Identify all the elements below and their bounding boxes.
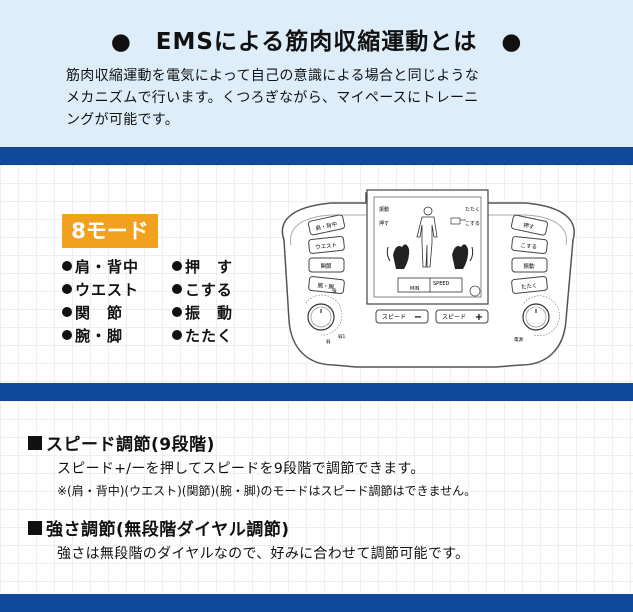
plus-icon: + bbox=[475, 312, 483, 323]
device-inner-edge bbox=[289, 214, 366, 246]
svg-text:押す: 押す bbox=[523, 221, 536, 231]
page-title: ● EMSによる筋肉収縮運動とは ● bbox=[110, 29, 523, 55]
mode-count-badge: 8モード bbox=[62, 214, 158, 248]
mode-item: たたく bbox=[172, 325, 233, 346]
right-mode-buttons: 押す こする 振動 たたく bbox=[510, 214, 549, 294]
bullet-icon bbox=[62, 260, 72, 271]
hand-massage-icon-right bbox=[452, 244, 474, 269]
mode-button-waist[interactable] bbox=[308, 235, 345, 254]
mode-item: 関 節 bbox=[62, 302, 123, 323]
speed-section-heading: スピード調節(9段階) bbox=[28, 430, 215, 455]
mode-item: 振 動 bbox=[172, 302, 233, 323]
divider-band bbox=[0, 147, 633, 165]
speed-minus-button[interactable]: スピード − bbox=[375, 309, 429, 324]
dial-label-power: 電源 bbox=[514, 336, 523, 343]
body-figure-icon bbox=[416, 206, 438, 268]
mode-item: 肩・背中 bbox=[62, 256, 139, 277]
screen-speed-label: SPEED bbox=[433, 281, 450, 287]
device-illustration: 振動 押す たたく こする MIN SPEED 肩・背中 ウエスト 関節 腕・脚… bbox=[281, 189, 575, 368]
svg-text:こする: こする bbox=[520, 242, 537, 251]
svg-text:スピード: スピード bbox=[442, 314, 466, 321]
mode-button-shoulder[interactable] bbox=[307, 214, 346, 236]
hand-massage-icon-left bbox=[386, 244, 410, 269]
svg-text:腕・脚: 腕・脚 bbox=[317, 281, 335, 291]
mode-item: こする bbox=[172, 279, 233, 300]
device-inner-edge bbox=[486, 214, 568, 246]
screen-label-press: 押す bbox=[379, 220, 389, 227]
power-lamp bbox=[469, 285, 481, 297]
intro-line: 筋肉収縮運動を電気によって自己の意識による場合と同じような bbox=[66, 68, 480, 84]
mode-item: ウエスト bbox=[62, 279, 139, 300]
mode-item: 腕・脚 bbox=[62, 325, 123, 346]
mode-button-rub[interactable] bbox=[511, 236, 548, 255]
power-dial[interactable] bbox=[522, 295, 560, 336]
screen-label-tap: たたく bbox=[465, 207, 480, 213]
svg-text:振動: 振動 bbox=[523, 262, 535, 270]
screen-label-rub: こする bbox=[465, 221, 480, 227]
screen-label-vibrate: 振動 bbox=[379, 206, 389, 213]
dial-label-weak: 弱 bbox=[326, 339, 331, 345]
bullet-icon bbox=[62, 329, 72, 340]
mode-button-press[interactable] bbox=[510, 214, 549, 236]
bullet-icon bbox=[172, 283, 182, 294]
intro-panel bbox=[0, 0, 633, 147]
intro-text: 筋肉収縮運動を電気によって自己の意識による場合と同じような メカニズムで行います… bbox=[66, 65, 576, 131]
bullet-icon bbox=[62, 306, 72, 317]
svg-text:関節: 関節 bbox=[320, 262, 332, 270]
svg-text:スピード: スピード bbox=[382, 314, 406, 321]
divider-band bbox=[0, 594, 633, 612]
svg-text:ウエスト: ウエスト bbox=[315, 241, 338, 251]
divider-band bbox=[0, 383, 633, 401]
speed-section-text: スピード+/ーを押してスピードを9段階で調節できます。 bbox=[57, 461, 425, 477]
mode-button-arm-leg[interactable] bbox=[308, 276, 345, 295]
mode-item: 押 す bbox=[172, 256, 233, 277]
mode-button-vibrate[interactable] bbox=[511, 257, 548, 273]
minus-icon: − bbox=[414, 312, 422, 323]
intro-line: メカニズムで行います。くつろぎながら、マイペースにトレーニ bbox=[66, 90, 479, 106]
bullet-icon bbox=[172, 306, 182, 317]
adjustment-panel bbox=[0, 401, 633, 592]
pointing-hand-icon bbox=[450, 217, 466, 225]
square-bullet-icon bbox=[28, 521, 42, 535]
speed-plus-button[interactable]: スピード + bbox=[435, 309, 489, 324]
dial-label-strong: 強 bbox=[332, 287, 337, 294]
bullet-icon bbox=[172, 329, 182, 340]
bullet-icon bbox=[172, 260, 182, 271]
intro-line: ングが可能です。 bbox=[66, 112, 179, 128]
intensity-dial[interactable] bbox=[305, 294, 343, 336]
speed-section-note: ※(肩・背中)(ウエスト)(関節)(腕・脚)のモードはスピード調節はできません。 bbox=[57, 484, 477, 498]
screen-min-label: MIN bbox=[410, 286, 420, 292]
svg-text:たたく: たたく bbox=[521, 282, 538, 291]
strength-section-text: 強さは無段階のダイヤルなので、好みに合わせて調節可能です。 bbox=[57, 546, 470, 562]
left-mode-buttons: 肩・背中 ウエスト 関節 腕・脚 bbox=[307, 214, 346, 295]
square-bullet-icon bbox=[28, 436, 42, 450]
mode-button-joint[interactable] bbox=[308, 257, 345, 273]
strength-section-heading: 強さ調節(無段階ダイヤル調節) bbox=[28, 515, 290, 540]
dial-label-weak1: 弱1 bbox=[338, 334, 345, 340]
bullet-icon bbox=[62, 283, 72, 294]
mode-button-tap[interactable] bbox=[511, 275, 548, 294]
